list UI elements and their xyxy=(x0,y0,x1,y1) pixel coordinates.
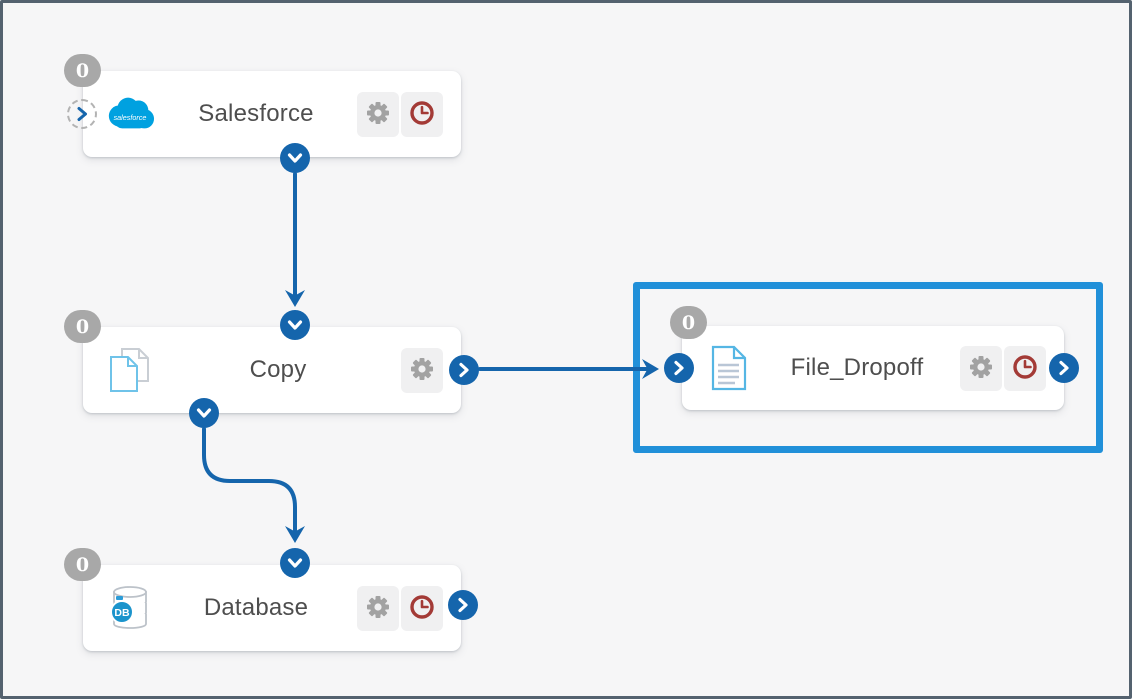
output-port[interactable] xyxy=(449,355,479,385)
input-port[interactable] xyxy=(280,310,310,340)
input-port[interactable] xyxy=(280,548,310,578)
clock-icon xyxy=(408,593,436,624)
input-port-unconnected[interactable] xyxy=(67,99,97,129)
status-badge: 0 xyxy=(64,54,101,87)
database-icon: DB xyxy=(105,583,155,633)
output-port[interactable] xyxy=(448,590,478,620)
output-port[interactable] xyxy=(280,143,310,173)
selection-highlight xyxy=(633,282,1103,453)
svg-text:DB: DB xyxy=(114,607,130,619)
gear-icon xyxy=(408,355,436,386)
node-salesforce[interactable]: salesforce Salesforce xyxy=(83,71,461,157)
history-button[interactable] xyxy=(1004,345,1046,391)
output-port-secondary[interactable] xyxy=(189,398,219,428)
node-file-dropoff[interactable]: File_Dropoff xyxy=(682,326,1064,410)
node-title: Copy xyxy=(249,356,307,383)
settings-button[interactable] xyxy=(357,91,399,137)
history-button[interactable] xyxy=(401,91,443,137)
settings-button[interactable] xyxy=(401,347,443,393)
clock-icon xyxy=(408,99,436,130)
svg-text:salesforce: salesforce xyxy=(114,113,147,122)
gear-icon xyxy=(364,99,392,130)
input-port[interactable] xyxy=(664,353,694,383)
status-badge: 0 xyxy=(64,548,101,581)
gear-icon xyxy=(967,353,995,384)
node-title: File_Dropoff xyxy=(790,354,924,381)
node-title: Salesforce xyxy=(198,100,314,127)
node-title: Database xyxy=(203,594,309,621)
history-button[interactable] xyxy=(401,585,443,631)
copy-pages-icon xyxy=(105,346,155,394)
node-database[interactable]: DB Database xyxy=(83,565,461,651)
document-icon xyxy=(704,345,754,391)
wire-copy-to-database xyxy=(202,427,305,543)
clock-icon xyxy=(1011,353,1039,384)
output-port[interactable] xyxy=(1049,353,1079,383)
salesforce-cloud-icon: salesforce xyxy=(105,95,155,133)
status-badge: 0 xyxy=(64,310,101,343)
settings-button[interactable] xyxy=(960,345,1002,391)
gear-icon xyxy=(364,593,392,624)
settings-button[interactable] xyxy=(357,585,399,631)
status-badge: 0 xyxy=(670,306,707,339)
node-copy[interactable]: Copy xyxy=(83,327,461,413)
